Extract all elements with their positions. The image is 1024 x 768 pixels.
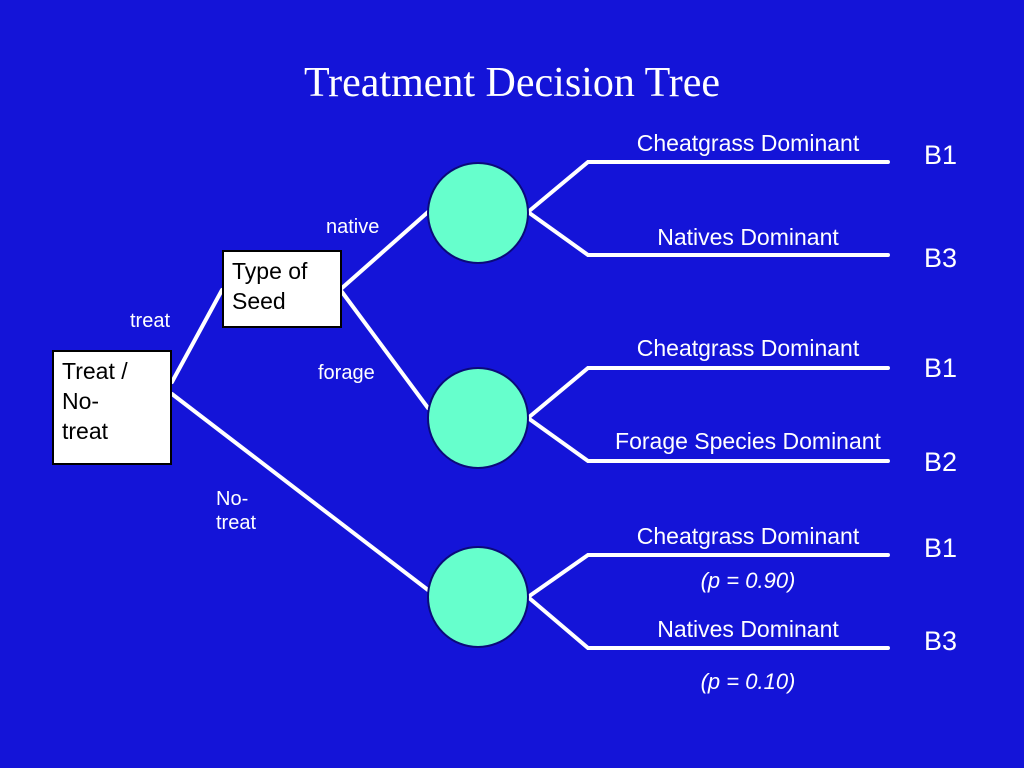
branch-native-line — [340, 210, 430, 290]
chance-node-native — [427, 162, 529, 264]
outcome-label-6: Natives Dominant — [657, 616, 839, 642]
slide-title: Treatment Decision Tree — [303, 60, 721, 106]
branch-no-treat-line — [170, 392, 430, 592]
decision-node-seed: Type of Seed — [222, 250, 342, 328]
branch-forage-line — [340, 290, 430, 410]
outcome-label-3: Cheatgrass Dominant — [636, 335, 860, 361]
outcome-code-1: B1 — [924, 140, 958, 170]
outcome-line-6 — [526, 595, 890, 650]
outcome-line-2 — [526, 210, 890, 257]
outcome-code-2: B3 — [924, 243, 958, 273]
outcome-line-1 — [526, 160, 890, 214]
outcome-label-5: Cheatgrass Dominant — [636, 523, 860, 549]
outcome-label-1: Cheatgrass Dominant — [636, 130, 860, 156]
probability-label-1: (p = 0.90) — [700, 568, 796, 593]
chance-node-forage — [427, 367, 529, 469]
outcome-label-2: Natives Dominant — [657, 224, 839, 250]
branch-label-no-treat: No- treat — [216, 488, 257, 534]
outcome-code-3: B1 — [924, 353, 958, 383]
outcome-code-5: B1 — [924, 533, 958, 563]
branch-label-treat: treat — [130, 310, 171, 332]
chance-node-no-treat — [427, 546, 529, 648]
outcome-line-3 — [526, 366, 890, 420]
branch-label-forage: forage — [318, 362, 375, 384]
outcome-label-4: Forage Species Dominant — [615, 428, 881, 454]
branch-label-native: native — [326, 216, 380, 238]
decision-node-treat: Treat / No- treat — [52, 350, 172, 465]
outcome-line-4 — [526, 416, 890, 463]
decision-node-treat-label: Treat / No- treat — [62, 358, 128, 444]
outcome-line-5 — [526, 553, 890, 599]
probability-label-2: (p = 0.10) — [700, 669, 796, 694]
outcome-code-6: B3 — [924, 626, 958, 656]
decision-node-seed-label: Type of Seed — [232, 258, 308, 314]
outcome-code-4: B2 — [924, 447, 958, 477]
branch-treat-line — [170, 288, 224, 384]
